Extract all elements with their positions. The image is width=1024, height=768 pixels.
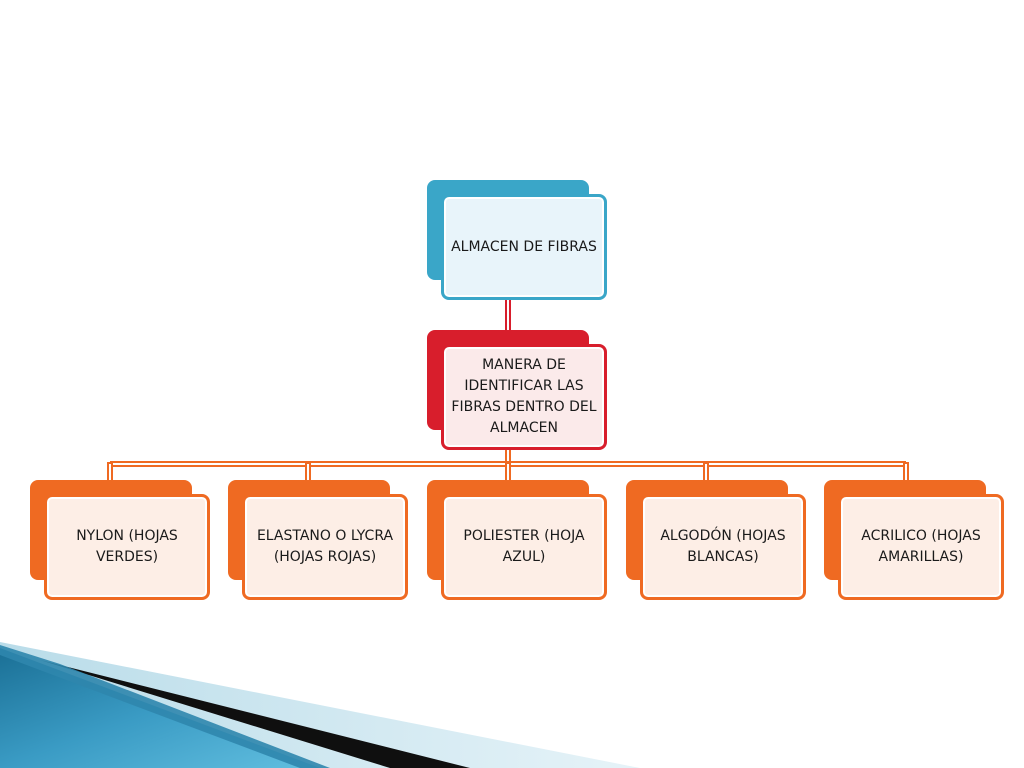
leaf-node-box: NYLON (HOJAS VERDES): [44, 494, 210, 600]
leaf-node-elastano: ELASTANO O LYCRA (HOJAS ROJAS): [228, 480, 408, 600]
leaf-node-box: POLIESTER (HOJA AZUL): [441, 494, 607, 600]
root-node-label: ALMACEN DE FIBRAS: [451, 238, 597, 255]
leaf-node-label: ELASTANO O LYCRA (HOJAS ROJAS): [256, 528, 394, 565]
leaf-node-box: ELASTANO O LYCRA (HOJAS ROJAS): [242, 494, 408, 600]
middle-node-box: MANERA DE IDENTIFICAR LAS FIBRAS DENTRO …: [441, 344, 607, 450]
leaf-node-nylon: NYLON (HOJAS VERDES): [30, 480, 210, 600]
leaf-node-label: NYLON (HOJAS VERDES): [76, 528, 178, 565]
connector-drops: [107, 462, 909, 482]
leaf-node-algodon: ALGODÓN (HOJAS BLANCAS): [626, 480, 806, 600]
root-node: ALMACEN DE FIBRAS: [427, 180, 607, 300]
middle-node-label: MANERA DE IDENTIFICAR LAS FIBRAS DENTRO …: [451, 357, 597, 436]
leaf-node-box: ACRILICO (HOJAS AMARILLAS): [838, 494, 1004, 600]
middle-node: MANERA DE IDENTIFICAR LAS FIBRAS DENTRO …: [427, 330, 607, 450]
leaf-node-label: ACRILICO (HOJAS AMARILLAS): [861, 528, 981, 565]
leaf-node-label: POLIESTER (HOJA AZUL): [463, 528, 585, 565]
leaf-node-acrilico: ACRILICO (HOJAS AMARILLAS): [824, 480, 1004, 600]
root-node-box: ALMACEN DE FIBRAS: [441, 194, 607, 300]
leaf-node-label: ALGODÓN (HOJAS BLANCAS): [660, 528, 786, 565]
leaf-node-poliester: POLIESTER (HOJA AZUL): [427, 480, 607, 600]
leaf-node-box: ALGODÓN (HOJAS BLANCAS): [640, 494, 806, 600]
